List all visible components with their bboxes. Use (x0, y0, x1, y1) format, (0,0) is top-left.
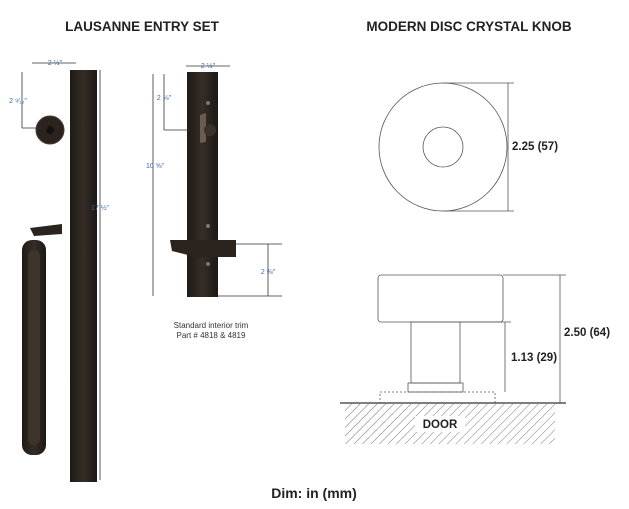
knob-diameter-label: 2.25 (57) (512, 141, 558, 153)
interior-plate (187, 72, 218, 297)
exterior-plate (70, 70, 97, 482)
entry-width-label: 2 ½" (48, 59, 63, 67)
door-label: DOOR (423, 419, 458, 431)
interior-turn-label: 2 ⅛" (157, 95, 172, 102)
entry-dim-lines (21, 62, 101, 480)
knob-front-view (378, 82, 514, 212)
knob-title: MODERN DISC CRYSTAL KNOB (366, 19, 572, 34)
interior-lever-label: 2 ⅜" (261, 269, 276, 276)
knob-projection-label: 2.50 (64) (564, 327, 610, 339)
knob-stem-label: 1.13 (29) (511, 352, 557, 364)
entry-height-label: 17 ½" (91, 204, 110, 212)
interior-height-label: 10 ⅝" (146, 163, 165, 170)
thumb-latch (30, 224, 62, 236)
knob-side-view (340, 274, 566, 404)
units-note: Dim: in (mm) (271, 485, 357, 501)
lever-handle (170, 240, 236, 257)
caption-line-1: Standard interior trim (174, 321, 249, 330)
caption-line-2: Part # 4818 & 4819 (177, 331, 246, 340)
entry-deadbolt-label: 2 ⁹⁄₁₆" (9, 98, 27, 105)
thumbturn-icon (200, 113, 206, 143)
interior-trim-drawing (170, 72, 236, 297)
entry-set-drawing (22, 70, 97, 482)
interior-width-label: 2 ½" (201, 62, 216, 70)
interior-dim-lines (152, 65, 282, 297)
entry-set-title: LAUSANNE ENTRY SET (65, 19, 220, 34)
